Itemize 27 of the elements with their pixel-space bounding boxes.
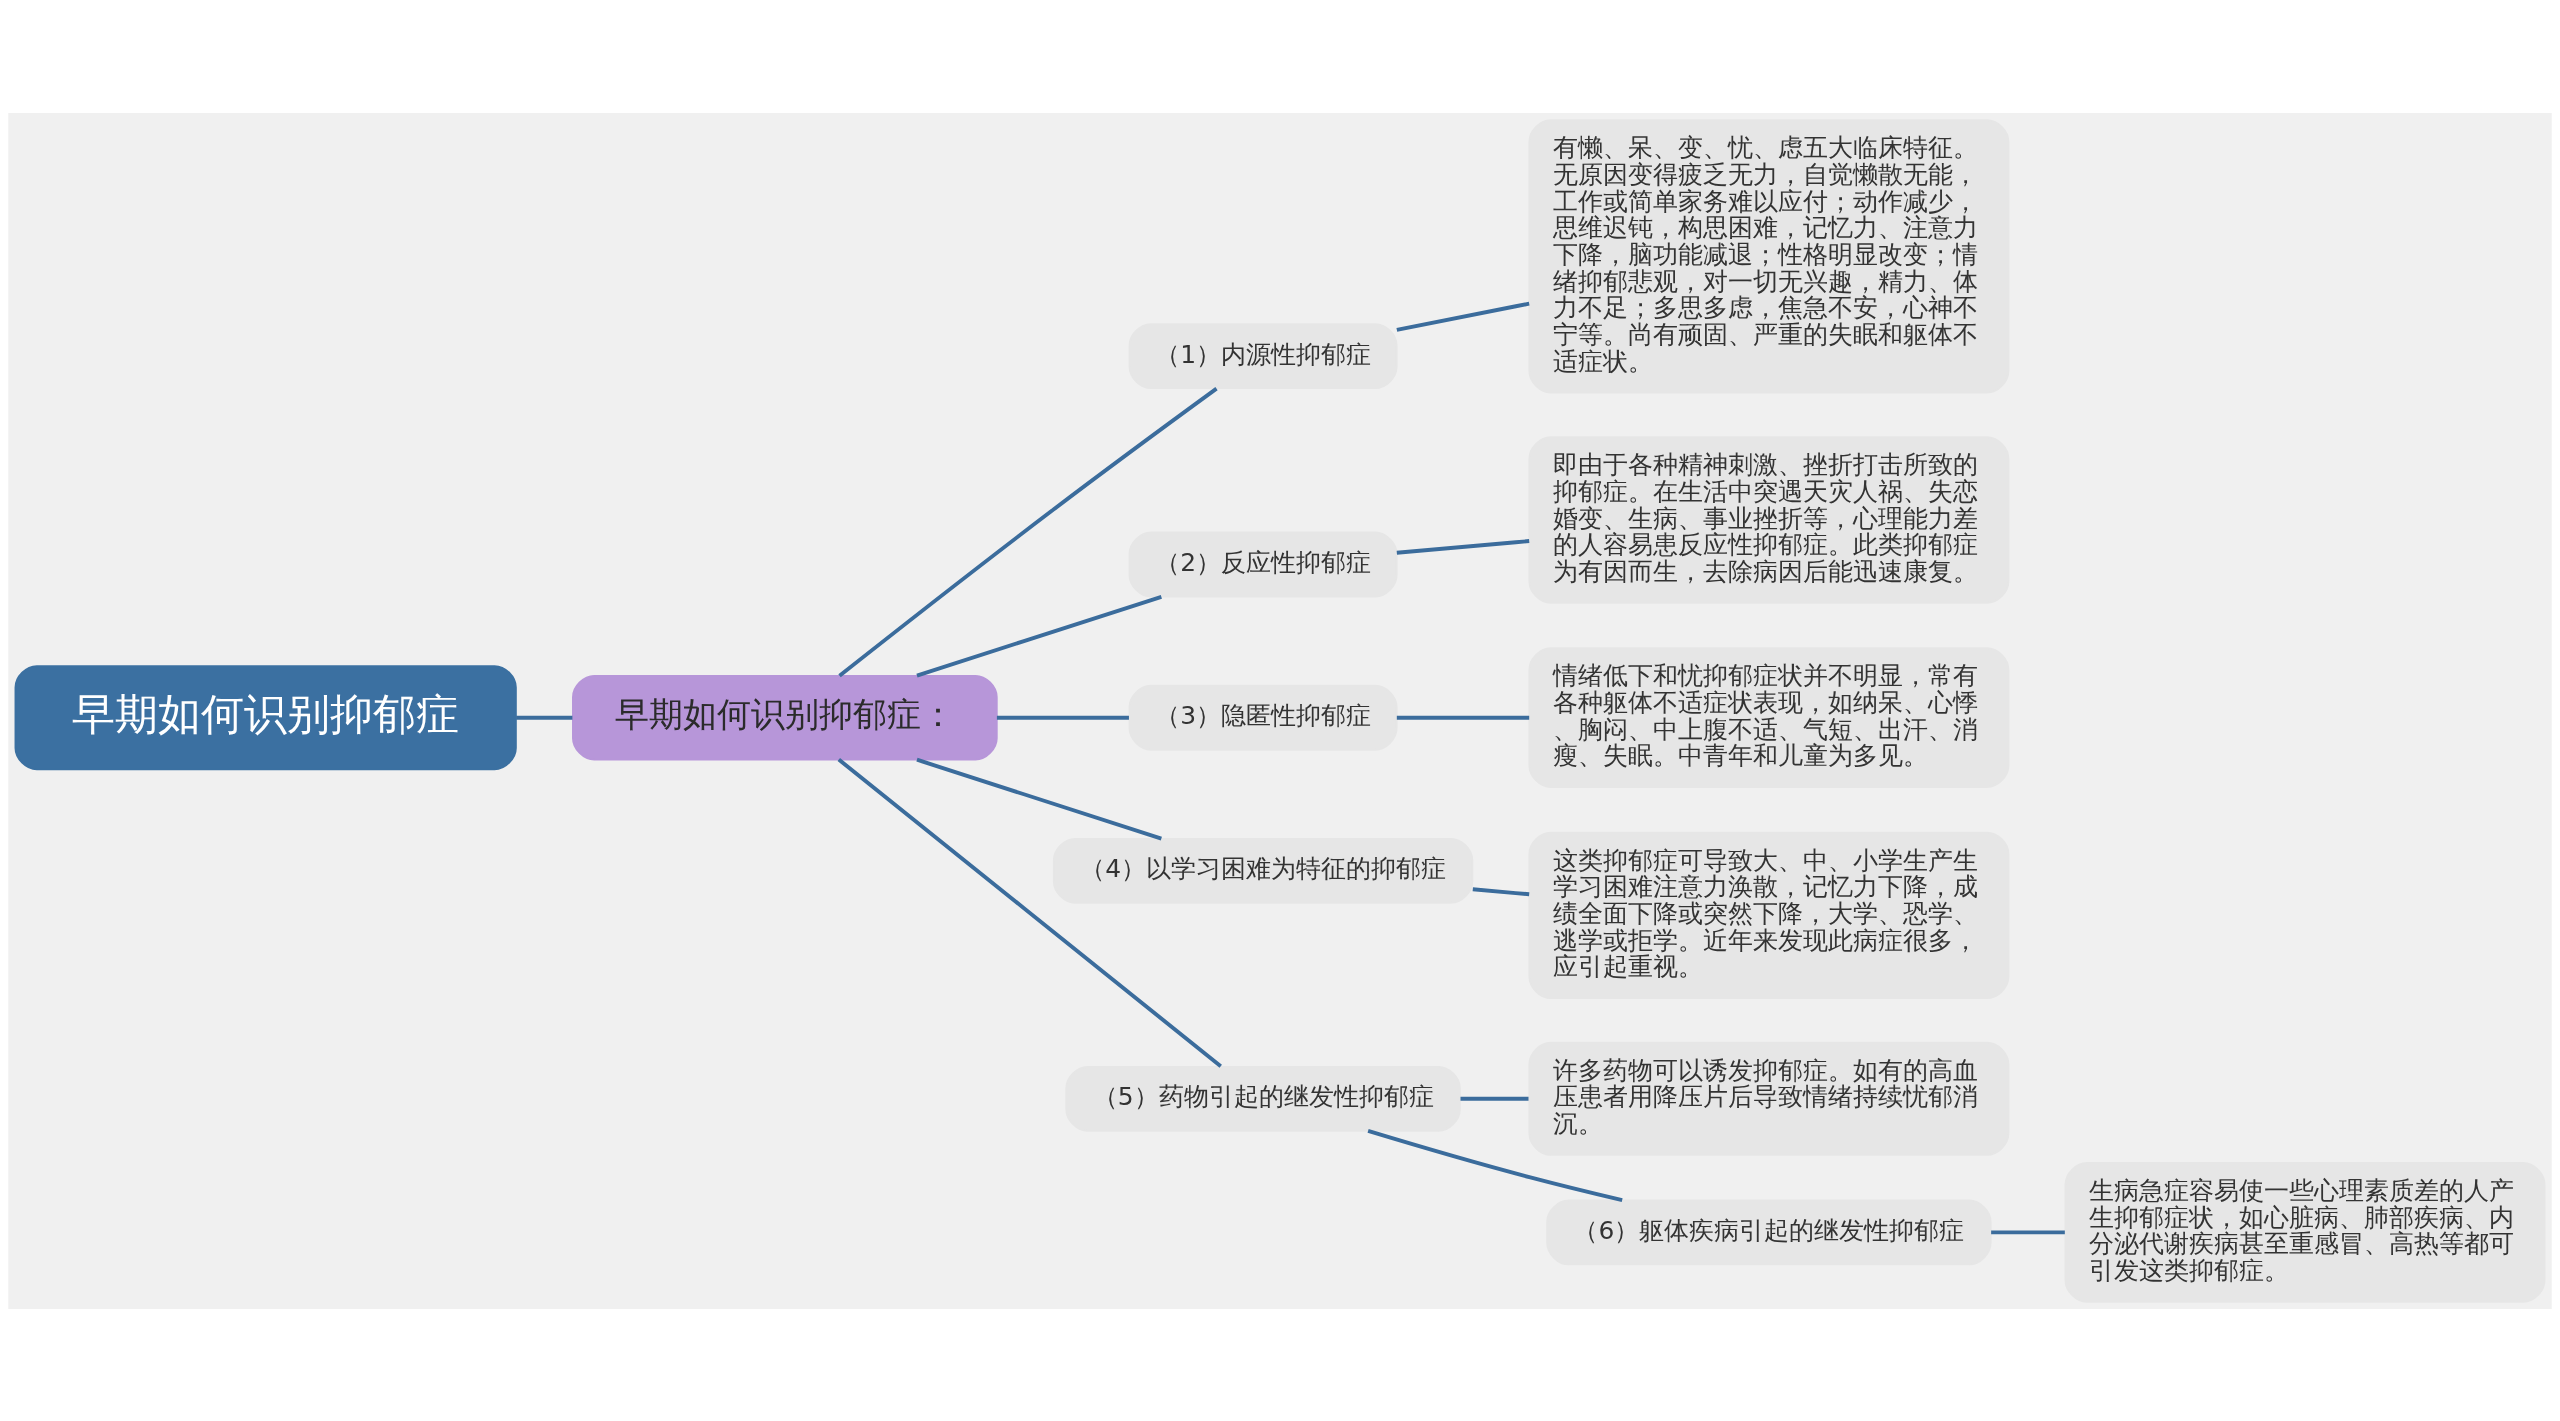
connector — [516, 715, 573, 720]
node-box: 即由于各种精神刺激、挫折打击所致的抑郁症。在生活中突遇天灾人祸、失恋婚变、生病、事业挫折等，心理能力差的人容易患反应性抑郁症。此类抑郁症为有因而生，去除病因后能迅速康复。 — [1528, 435, 2010, 604]
connector — [1396, 301, 1530, 332]
connector — [1991, 1229, 2065, 1234]
node-box: （4）以学习困难为特征的抑郁症 — [1052, 837, 1474, 904]
connector — [916, 594, 1162, 677]
node-box: （1）内源性抑郁症 — [1128, 322, 1398, 389]
connector — [837, 757, 1222, 1068]
connector — [996, 715, 1129, 720]
connector — [838, 386, 1218, 677]
connector — [1396, 538, 1530, 555]
node-box: 有懒、呆、变、忧、虑五大临床特征。无原因变得疲乏无力，自觉懒散无能，工作或简单家务难以应付；动作减少，思维迟钝，构思困难，记忆力、注意力下降，脑功能减退；性格明显改变；情绪抑郁悲观，对一切无兴趣，精力、体力不足；多思多虑，焦急不安，心神不宁等。尚有顽固、严重的失眠和躯体不适症状。 — [1528, 118, 2010, 393]
node-box: 许多药物可以诱发抑郁症。如有的高血压患者用降压片后导致情绪持续忧郁消沉。 — [1528, 1041, 2010, 1156]
node-box: 这类抑郁症可导致大、中、小学生产生学习困难注意力涣散，记忆力下降，成绩全面下降或突然下降，大学、恐学、逃学或拒学。近年来发现此病症很多，应引起重视。 — [1528, 831, 2010, 999]
connector — [1472, 886, 1530, 896]
node-box: 早期如何识别抑郁症： — [572, 674, 998, 760]
connector — [1460, 1096, 1529, 1101]
node-box: （6）躯体疾病引起的继发性抑郁症 — [1546, 1198, 1992, 1265]
connector — [916, 757, 1162, 840]
node-box: （5）药物引起的继发性抑郁症 — [1065, 1065, 1461, 1132]
node-box: 情绪低下和忧抑郁症状并不明显，常有各种躯体不适症状表现，如纳呆、心悸、胸闷、中上腹不适、气短、出汗、消瘦、失眠。中青年和儿童为多见。 — [1528, 646, 2010, 788]
node-box: 早期如何识别抑郁症 — [14, 664, 517, 770]
connector — [1396, 715, 1530, 720]
node-box: （2）反应性抑郁症 — [1128, 531, 1398, 597]
node-box: （3）隐匿性抑郁症 — [1128, 684, 1398, 751]
connector — [1367, 1128, 1623, 1202]
node-box: 生病急症容易使一些心理素质差的人产生抑郁症状，如心脏病、肺部疾病、内分泌代谢疾病甚至重感冒、高热等都可引发这类抑郁症。 — [2064, 1161, 2546, 1303]
